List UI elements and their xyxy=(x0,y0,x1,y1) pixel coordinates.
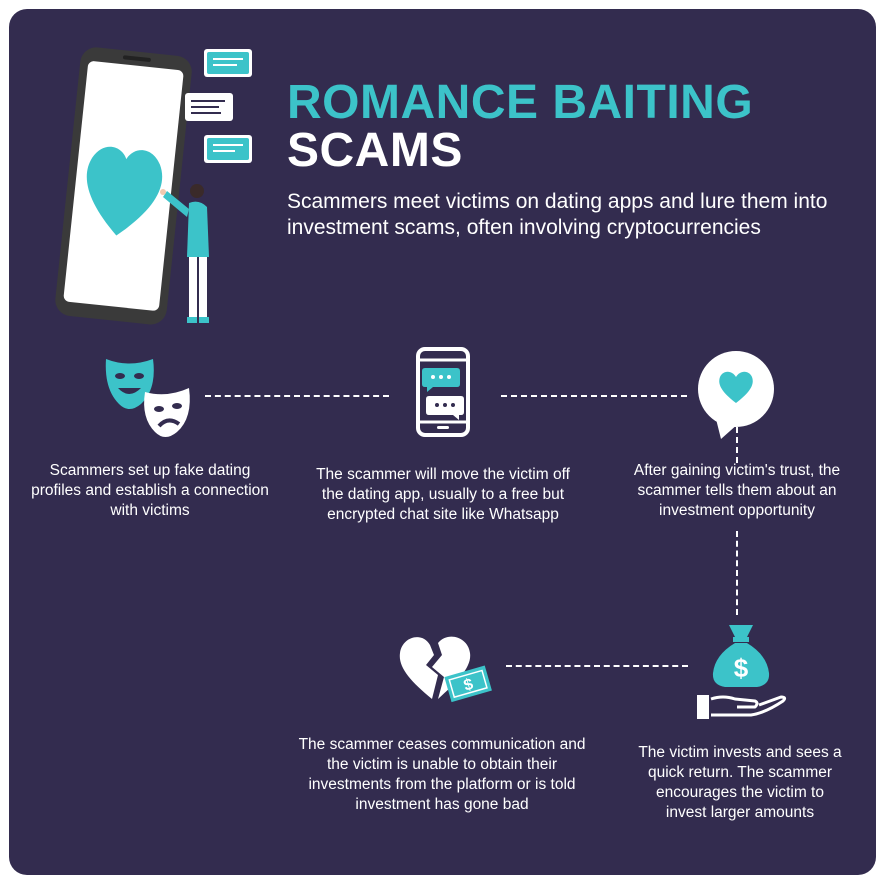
chat-bubbles-icon xyxy=(185,49,252,163)
phone-chat-icon xyxy=(416,347,470,437)
svg-text:$: $ xyxy=(734,653,749,683)
step-3-text: After gaining victim's trust, the scamme… xyxy=(633,462,841,519)
connector-step2-step3 xyxy=(501,395,687,397)
step-4-text: The victim invests and sees a quick retu… xyxy=(638,744,842,821)
connector-step1-step2 xyxy=(205,395,389,397)
connector-step4-step5 xyxy=(506,665,688,667)
connector-step3-step4-upper xyxy=(736,427,738,463)
phone-person-illustration xyxy=(55,47,252,325)
heart-speech-bubble-icon xyxy=(698,351,774,439)
step-5-text: The scammer ceases communication and the… xyxy=(298,736,586,813)
step-2-text: The scammer will move the victim off the… xyxy=(316,466,570,523)
money-bag-hand-icon: $ xyxy=(697,625,787,719)
subtitle: Scammers meet victims on dating apps and… xyxy=(287,190,828,239)
title-line-2: SCAMS xyxy=(287,124,463,177)
person-figure xyxy=(160,184,209,323)
step-1-text: Scammers set up fake dating profiles and… xyxy=(31,462,269,519)
theatre-masks-icon xyxy=(105,359,190,437)
title-line-1: ROMANCE BAITING xyxy=(287,76,754,129)
infographic-panel: ROMANCE BAITING SCAMS Scammers meet vict… xyxy=(9,9,876,875)
connector-step3-step4-lower xyxy=(736,531,738,615)
broken-heart-money-icon: $ xyxy=(399,636,492,703)
